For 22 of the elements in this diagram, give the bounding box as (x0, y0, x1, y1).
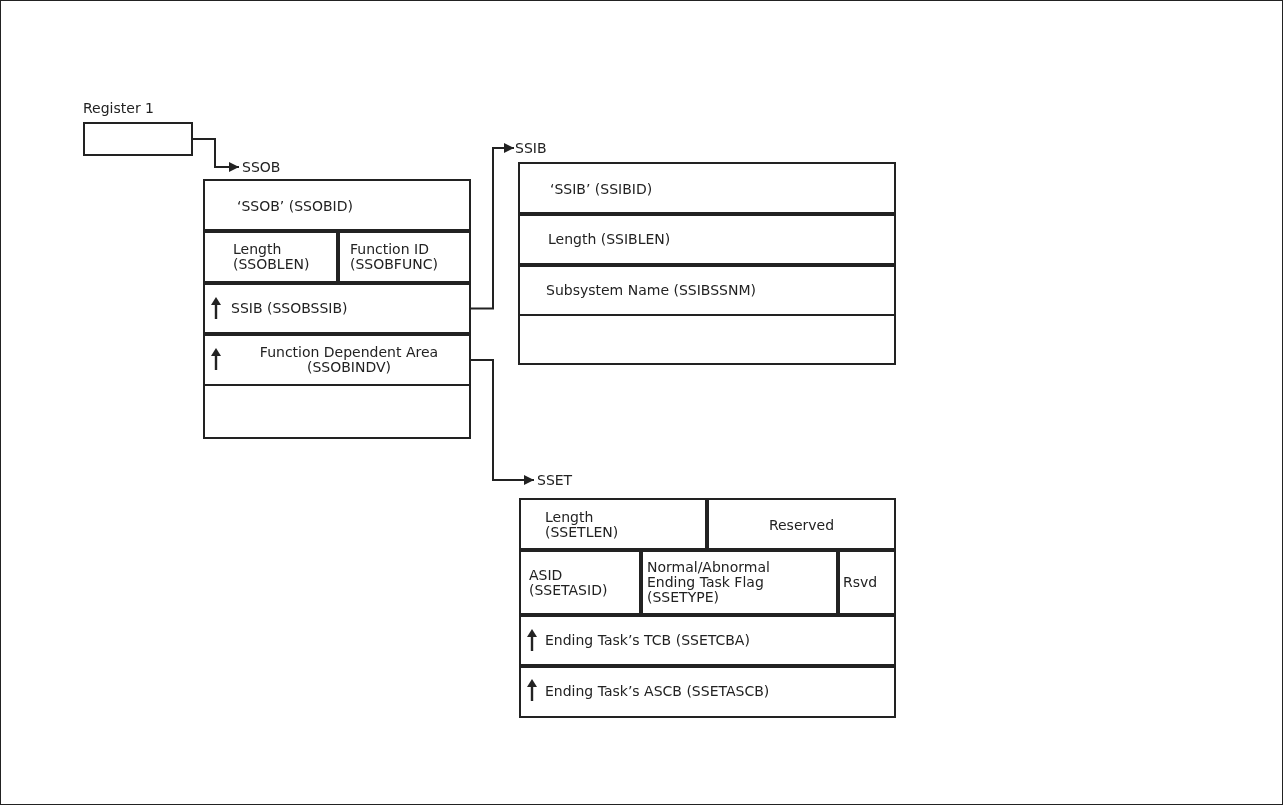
field-cell: ASID (SSETASID) (519, 548, 643, 617)
field-cell: Length (SSETLEN) (519, 498, 709, 552)
pointer-arrow (192, 138, 240, 172)
pointer-arrow (470, 143, 515, 310)
block-heading: Register 1 (83, 99, 154, 118)
field-cell: ‘SSIB’ (SSIBID) (518, 162, 896, 216)
field-cell: ‘SSOB’ (SSOBID) (203, 179, 471, 233)
empty-field-cell (518, 314, 896, 365)
block-heading: SSET (537, 471, 573, 490)
pointer-arrow (470, 359, 535, 485)
field-cell: SSIB (SSOBSSIB) (203, 281, 471, 336)
field-cell: Reserved (705, 498, 896, 552)
field-cell: Normal/Abnormal Ending Task Flag (SSETYPE) (639, 548, 840, 617)
field-cell: Ending Task’s TCB (SSETCBA) (519, 613, 896, 668)
block-heading: SSIB (515, 139, 547, 158)
field-cell: Function ID (SSOBFUNC) (336, 229, 471, 285)
field-cell: Length (SSOBLEN) (203, 229, 340, 285)
field-cell: Ending Task’s ASCB (SSETASCB) (519, 664, 896, 718)
block-heading: SSOB (242, 158, 281, 177)
empty-field-cell (203, 384, 471, 439)
field-cell: Rsvd (836, 548, 896, 617)
field-cell: Length (SSIBLEN) (518, 212, 896, 267)
